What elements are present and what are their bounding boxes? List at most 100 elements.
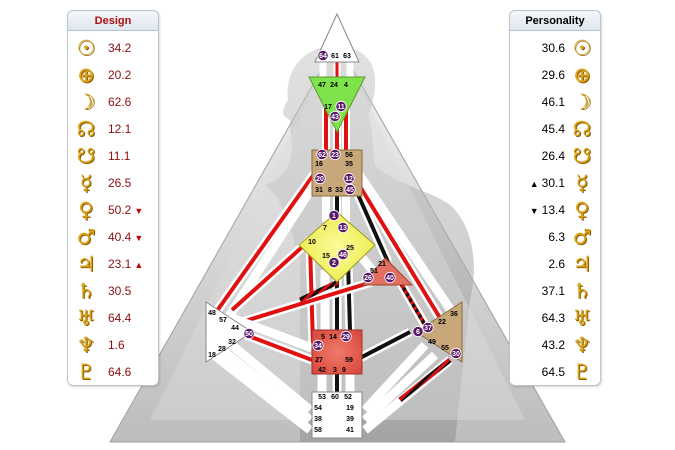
gate-badge-37 — [422, 321, 434, 334]
gate-35: 35 — [345, 161, 353, 168]
personality-row-jupiter: ♃2.6 — [510, 251, 600, 277]
mars-icon: ♂ — [572, 225, 592, 249]
gate-badge-12 — [343, 172, 355, 185]
direction-arrow: ▲ — [134, 260, 144, 270]
value-text: 12.1 — [108, 122, 132, 136]
earth-icon: ⊕ — [573, 63, 591, 87]
gate-3: 3 — [333, 367, 337, 374]
value-text: 23.1 — [108, 257, 132, 271]
gate-24: 24 — [330, 82, 338, 89]
personality-value: 43.2 — [520, 338, 565, 352]
gate-13: 13 — [339, 225, 347, 232]
value-text: 34.2 — [108, 41, 132, 55]
saturn-icon: ♄ — [572, 279, 592, 303]
personality-value: 37.1 — [520, 284, 565, 298]
personality-value: 46.1 — [520, 95, 565, 109]
root-center — [311, 391, 363, 439]
saturn-icon: ♄ — [76, 279, 96, 303]
value-text: 20.2 — [108, 68, 132, 82]
gate-40: 40 — [386, 275, 394, 282]
design-panel: Design ☉34.2⊕20.2☽62.6☊12.1☋11.1☿26.5♀50… — [67, 10, 159, 386]
gate-55: 55 — [441, 345, 449, 352]
gate-56: 56 — [345, 152, 353, 159]
spleen-center — [205, 301, 253, 363]
personality-panel-title: Personality — [510, 11, 600, 31]
gate-30: 30 — [452, 351, 460, 358]
gate-43: 43 — [331, 114, 339, 121]
direction-arrow: ▼ — [529, 206, 539, 216]
design-value: 62.6 — [108, 95, 131, 109]
gate-53: 53 — [318, 394, 326, 401]
design-row-sun: ☉34.2 — [68, 35, 158, 61]
gate-32: 32 — [228, 339, 236, 346]
gate-38: 38 — [314, 416, 322, 423]
value-text: 64.5 — [541, 365, 565, 379]
value-text: 2.6 — [548, 257, 565, 271]
design-value: 64.4 — [108, 311, 131, 325]
gate-12: 12 — [345, 176, 353, 183]
gate-badge-11 — [335, 100, 347, 113]
personality-panel: Personality ☉30.6⊕29.6☽46.1☊45.4☋26.4☿▲3… — [509, 10, 601, 386]
gate-57: 57 — [219, 317, 227, 324]
gate-46: 46 — [339, 252, 347, 259]
gate-20: 20 — [316, 176, 324, 183]
gate-22: 22 — [438, 319, 446, 326]
design-row-pluto: ♇64.6 — [68, 359, 158, 385]
gate-50: 50 — [245, 331, 253, 338]
design-row-north-node: ☊ 12.1 — [68, 116, 158, 142]
gate-61: 61 — [331, 53, 339, 60]
south-node-icon: ☋ — [572, 144, 592, 168]
design-panel-title: Design — [68, 11, 158, 31]
gate-47: 47 — [318, 82, 326, 89]
channel-57-34 — [230, 313, 314, 353]
value-text: 30.5 — [108, 284, 132, 298]
gate-54: 54 — [314, 405, 322, 412]
direction-arrow: ▼ — [134, 206, 144, 216]
gate-37: 37 — [424, 325, 432, 332]
sacral-center — [311, 329, 363, 375]
value-text: 6.3 — [548, 230, 565, 244]
gate-33: 33 — [335, 187, 343, 194]
value-text: 26.5 — [108, 176, 132, 190]
sun-icon: ☉ — [572, 36, 592, 60]
channel-39-55 — [361, 351, 439, 424]
gate-18: 18 — [208, 352, 216, 359]
south-node-icon: ☋ — [76, 144, 96, 168]
design-value: 26.5 — [108, 176, 131, 190]
personality-row-uranus: ♅64.3 — [510, 305, 600, 331]
personality-row-south-node: ☋26.4 — [510, 143, 600, 169]
personality-row-pluto: ♇64.5 — [510, 359, 600, 385]
gate-52: 52 — [344, 394, 352, 401]
solar-plexus-center — [415, 301, 463, 363]
gate-9: 9 — [342, 367, 346, 374]
gate-62: 62 — [318, 152, 326, 159]
value-text: 30.6 — [541, 41, 565, 55]
gate-badge-13 — [337, 221, 349, 234]
pluto-icon: ♇ — [76, 360, 96, 384]
gate-2: 2 — [332, 260, 336, 267]
g-center — [298, 211, 376, 283]
uranus-icon: ♅ — [76, 306, 96, 330]
gate-badge-64 — [317, 49, 329, 62]
channel-35-36 — [352, 167, 456, 315]
gate-badge-1 — [328, 209, 340, 222]
channel-19-49 — [361, 341, 429, 414]
gate-badge-20 — [314, 172, 326, 185]
gate-25: 25 — [346, 245, 354, 252]
gate-59: 59 — [345, 357, 353, 364]
earth-icon: ⊕ — [77, 63, 95, 87]
design-row-venus: ♀50.2▼ — [68, 197, 158, 223]
value-text: 45.4 — [541, 122, 565, 136]
value-text: 43.2 — [541, 338, 565, 352]
gate-58: 58 — [314, 427, 322, 434]
north-node-icon: ☊ — [76, 117, 96, 141]
gate-36: 36 — [450, 311, 458, 318]
design-row-jupiter: ♃23.1▲ — [68, 251, 158, 277]
gate-51: 51 — [370, 268, 378, 275]
moon-icon: ☽ — [572, 90, 592, 114]
gate-badge-50 — [243, 327, 255, 340]
gate-badge-23 — [329, 148, 341, 161]
head-center — [314, 12, 360, 63]
gate-29: 29 — [342, 334, 350, 341]
